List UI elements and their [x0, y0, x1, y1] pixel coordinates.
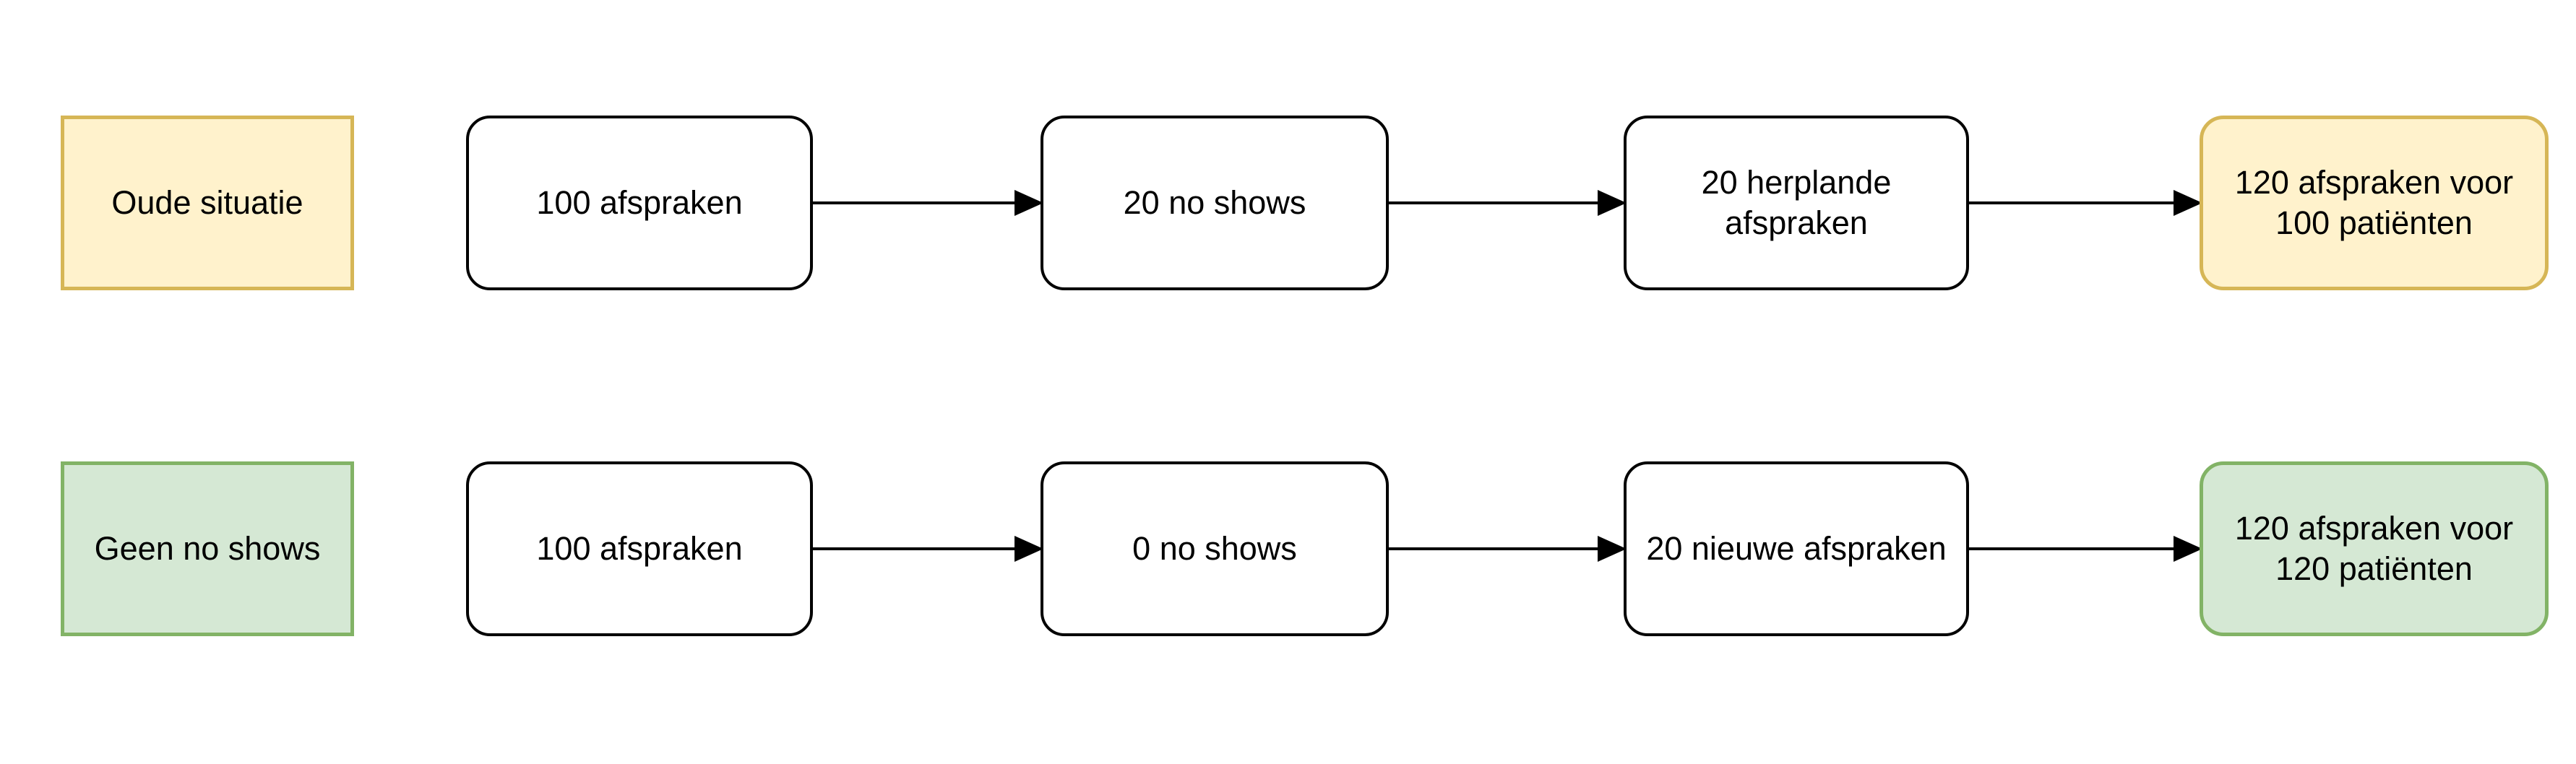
- row1-arrow-2: [1387, 190, 1627, 216]
- row1-label-box: Oude situatie: [61, 116, 354, 290]
- row2-step3-box: 20 nieuwe afspraken: [1624, 461, 1969, 636]
- arrowhead-icon: [2174, 190, 2202, 216]
- arrowhead-icon: [2174, 536, 2202, 562]
- arrowhead-icon: [1015, 190, 1043, 216]
- row2-step2-box: 0 no shows: [1041, 461, 1389, 636]
- row2-result-text: 120 afspraken voor 120 patiënten: [2234, 509, 2514, 587]
- arrowhead-icon: [1015, 536, 1043, 562]
- row2-step1-box: 100 afspraken: [466, 461, 813, 636]
- row1-step3-text: 20 herplande afspraken: [1701, 163, 1892, 241]
- row1-step3-box: 20 herplande afspraken: [1624, 116, 1969, 290]
- row1-result-box: 120 afspraken voor 100 patiënten: [2200, 116, 2549, 290]
- row1-step1-text: 100 afspraken: [536, 183, 743, 221]
- row1-arrow-3: [1968, 190, 2202, 216]
- arrowhead-icon: [1598, 536, 1627, 562]
- row1-step2-text: 20 no shows: [1123, 183, 1306, 221]
- row1-result-text: 120 afspraken voor 100 patiënten: [2234, 163, 2514, 241]
- row2-result-box: 120 afspraken voor 120 patiënten: [2200, 461, 2549, 636]
- row2-label-box: Geen no shows: [61, 461, 354, 636]
- row2-label-text: Geen no shows: [94, 529, 321, 567]
- arrowhead-icon: [1598, 190, 1627, 216]
- row2-step2-text: 0 no shows: [1132, 529, 1297, 567]
- row1-arrow-1: [811, 190, 1043, 216]
- row2-step3-text: 20 nieuwe afspraken: [1646, 529, 1947, 567]
- row2-arrow-1: [811, 536, 1043, 562]
- row1-step1-box: 100 afspraken: [466, 116, 813, 290]
- row1-label-text: Oude situatie: [111, 183, 303, 221]
- row2-arrow-2: [1387, 536, 1627, 562]
- row2-step1-text: 100 afspraken: [536, 529, 743, 567]
- row2-arrow-3: [1968, 536, 2202, 562]
- row1-step2-box: 20 no shows: [1041, 116, 1389, 290]
